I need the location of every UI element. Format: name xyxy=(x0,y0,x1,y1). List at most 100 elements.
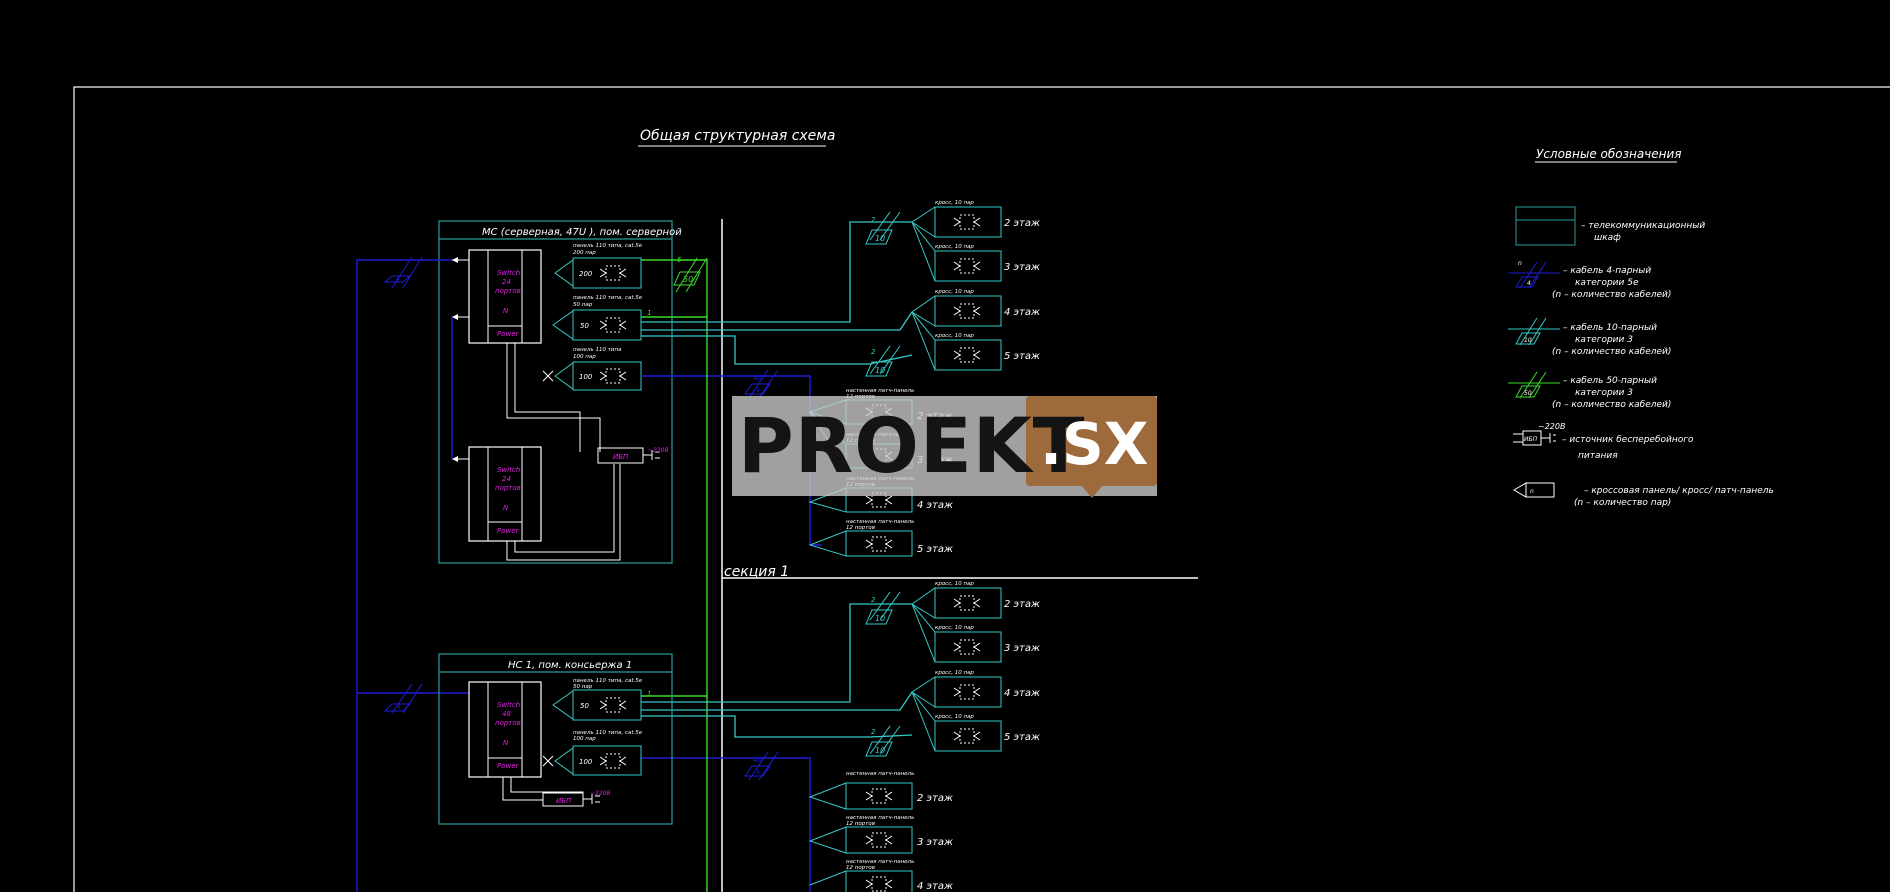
svg-text:панель 110 типа, cat.5e: панель 110 типа, cat.5e xyxy=(573,295,643,301)
svg-text:12 портов: 12 портов xyxy=(846,821,875,827)
section-label: секция 1 xyxy=(724,564,789,580)
legend: Условные обозначения – телекоммуникацион… xyxy=(1508,147,1774,508)
floor-label: 2 этаж xyxy=(917,793,953,804)
floor-label: 3 этаж xyxy=(1004,262,1040,273)
svg-text:– кабель 10-парный: – кабель 10-парный xyxy=(1563,323,1657,333)
switch-2: Switch 24 портов N Power xyxy=(468,446,542,542)
svg-text:настенная патч-панель: настенная патч-панель xyxy=(846,519,914,525)
svg-text:24: 24 xyxy=(502,278,511,286)
svg-text:категории 5е: категории 5е xyxy=(1575,278,1639,288)
svg-text:кросс, 10 пар: кросс, 10 пар xyxy=(935,289,974,295)
svg-text:панель 110 типа, cat.5e: панель 110 типа, cat.5e xyxy=(573,243,643,249)
svg-text:N: N xyxy=(503,504,509,512)
svg-text:портов: портов xyxy=(495,287,521,295)
svg-text:~220В: ~220В xyxy=(648,447,669,454)
ups-2: ИБП ~220В xyxy=(542,790,611,807)
svg-text:200 пар: 200 пар xyxy=(573,250,596,256)
blue-cable-mark-2: 4 xyxy=(383,683,423,714)
panel-200: панель 110 типа, cat.5e 200 пар 200 xyxy=(554,243,643,289)
svg-text:100: 100 xyxy=(579,373,593,381)
svg-text:100 пар: 100 пар xyxy=(573,354,596,360)
svg-text:(n – количество кабелей): (n – количество кабелей) xyxy=(1552,347,1671,357)
floor-crosses-upper xyxy=(911,206,1002,371)
cyan-cable-upper xyxy=(641,221,913,365)
svg-text:Switch: Switch xyxy=(497,701,520,709)
svg-text:кросс, 10 пар: кросс, 10 пар xyxy=(935,625,974,631)
svg-text:N: N xyxy=(503,739,509,747)
cyan-cable-mark-1: 10 2 xyxy=(865,211,901,245)
svg-text:(n – количество пар): (n – количество пар) xyxy=(1574,498,1671,508)
green-cable-mark: 50 5 1 xyxy=(647,256,708,317)
svg-text:4: 4 xyxy=(1527,280,1531,287)
svg-text:50: 50 xyxy=(1524,390,1532,397)
blue-cable-mark-3: 40 4 xyxy=(744,369,779,399)
floor-label: 4 этаж xyxy=(917,881,953,892)
svg-text:1: 1 xyxy=(647,690,651,698)
svg-text:2: 2 xyxy=(871,348,876,356)
svg-text:40: 40 xyxy=(753,756,762,764)
legend-title: Условные обозначения xyxy=(1536,147,1682,161)
hc-cabinet-title: НС 1, пом. консьержа 1 xyxy=(508,660,632,671)
svg-text:2: 2 xyxy=(871,596,876,604)
svg-text:настенная патч-панель: настенная патч-панель xyxy=(846,771,914,777)
svg-text:кросс, 10 пар: кросс, 10 пар xyxy=(935,333,974,339)
svg-text:4: 4 xyxy=(756,769,760,776)
floor-label: 5 этаж xyxy=(1004,351,1040,362)
hc-cabinet: НС 1, пом. консьержа 1 Switch 48 портов … xyxy=(438,653,673,825)
watermark-tag-text: .SX xyxy=(1040,410,1149,478)
svg-text:ИБП: ИБП xyxy=(613,453,629,461)
svg-text:панель 110 типа, cat.5e: панель 110 типа, cat.5e xyxy=(573,678,643,684)
green-cable-backbone xyxy=(641,259,708,892)
watermark-tag xyxy=(1026,396,1157,486)
svg-text:Switch: Switch xyxy=(497,466,520,474)
svg-text:10: 10 xyxy=(1524,337,1532,344)
svg-text:4: 4 xyxy=(397,704,401,711)
svg-text:– кроссовая панель/ кросс/ па: – кроссовая панель/ кросс/ патч-панель xyxy=(1584,486,1774,496)
panel-100-a: панель 110 типа 100 пар 100 xyxy=(542,347,642,391)
svg-text:кросс, 10 пар: кросс, 10 пар xyxy=(935,200,974,206)
legend-panel: n – кроссовая панель/ кросс/ патч-панель… xyxy=(1513,482,1774,508)
svg-text:Power: Power xyxy=(497,762,520,770)
legend-cable-50: 50 – кабель 50-парный категории 3 (n – к… xyxy=(1508,371,1671,410)
svg-text:10: 10 xyxy=(875,614,885,623)
svg-text:n: n xyxy=(1530,488,1534,495)
cyan-cable-mark-4: 10 2 xyxy=(865,725,901,757)
ups-1: ИБП ~220В xyxy=(597,447,669,464)
svg-text:2: 2 xyxy=(871,728,876,736)
drawing-frame xyxy=(73,86,1890,892)
patch-panels-lower xyxy=(808,782,913,892)
floor-label: 2 этаж xyxy=(1004,218,1040,229)
svg-text:N: N xyxy=(503,307,509,315)
svg-text:100: 100 xyxy=(579,758,593,766)
svg-text:ИБП: ИБП xyxy=(556,797,572,805)
floor-label: 3 этаж xyxy=(917,837,953,848)
svg-text:Power: Power xyxy=(497,527,520,535)
svg-text:панель 110 типа, cat.5e: панель 110 типа, cat.5e xyxy=(573,730,643,736)
floor-label: 2 этаж xyxy=(1004,599,1040,610)
svg-text:50 пар: 50 пар xyxy=(573,684,593,690)
svg-text:категории 3: категории 3 xyxy=(1575,335,1633,345)
svg-text:24: 24 xyxy=(502,475,511,483)
blue-cable-mark-4: 40 4 xyxy=(744,751,779,781)
floor-label: 5 этаж xyxy=(1004,732,1040,743)
svg-text:панель 110 типа: панель 110 типа xyxy=(573,347,622,353)
legend-cabinet: – телекоммуникационный шкаф xyxy=(1515,206,1705,246)
svg-text:~220В: ~220В xyxy=(1538,422,1565,431)
svg-text:5: 5 xyxy=(677,256,682,264)
floor-label: 4 этаж xyxy=(917,500,953,511)
floor-label: 3 этаж xyxy=(1004,643,1040,654)
svg-text:(n – количество кабелей): (n – количество кабелей) xyxy=(1552,400,1671,410)
svg-text:шкаф: шкаф xyxy=(1594,233,1621,243)
floor-crosses-lower xyxy=(911,587,1002,752)
svg-text:настенная патч-панель: настенная патч-панель xyxy=(846,815,914,821)
floor-label: 4 этаж xyxy=(1004,307,1040,318)
svg-text:кросс, 10 пар: кросс, 10 пар xyxy=(935,244,974,250)
svg-text:– источник бесперебойного: – источник бесперебойного xyxy=(1562,435,1694,445)
svg-text:1: 1 xyxy=(647,309,651,317)
legend-ups: ИБП ~220В – источник бесперебойного пита… xyxy=(1513,422,1694,461)
svg-text:4: 4 xyxy=(756,387,760,394)
legend-cable-4: n 4 – кабель 4-парный категории 5е (n – … xyxy=(1508,260,1671,300)
svg-text:4: 4 xyxy=(396,276,400,283)
svg-text:– телекоммуникационный: – телекоммуникационный xyxy=(1581,221,1705,231)
svg-text:Power: Power xyxy=(497,330,520,338)
